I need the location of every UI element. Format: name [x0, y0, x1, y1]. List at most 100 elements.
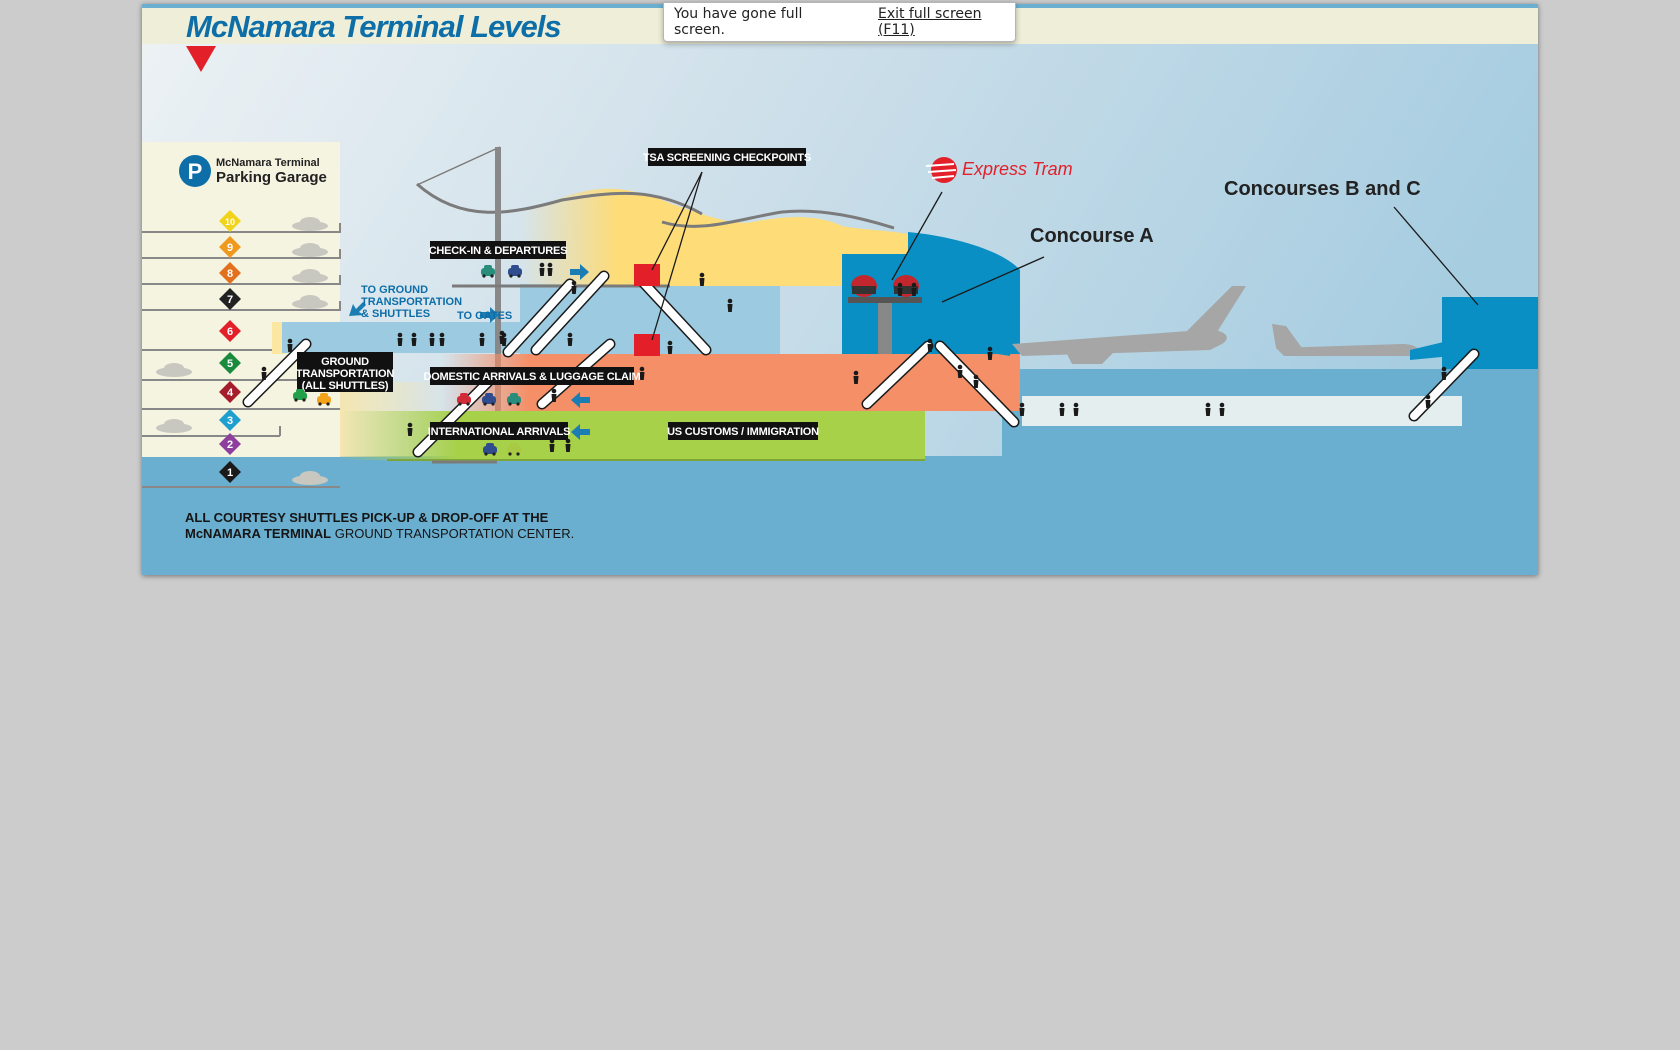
parking-level-number: 2	[227, 439, 233, 451]
tsa-checkpoint-lower	[634, 334, 660, 356]
arrow-down-left-icon	[349, 302, 366, 316]
footer-line1: ALL COURTESY SHUTTLES PICK-UP & DROP-OFF…	[185, 510, 549, 525]
ground-transport-box: GROUND TRANSPORTATION (ALL SHUTTLES)	[296, 352, 395, 392]
arrow-right-icon	[570, 264, 589, 280]
tsa-checkpoint-upper	[634, 264, 660, 286]
svg-text:TRANSPORTATION: TRANSPORTATION	[361, 296, 462, 308]
airplane-icons	[1012, 286, 1419, 364]
parking-level-number: 1	[227, 467, 233, 479]
person-icon	[547, 262, 553, 276]
person-icon	[287, 338, 293, 352]
person-icon	[911, 282, 917, 296]
terminal-levels-diagram: McNamara Terminal Levels P McNamara Term…	[142, 4, 1538, 575]
parking-level-number: 5	[227, 358, 233, 370]
ground-band	[142, 456, 1538, 575]
person-icon	[897, 282, 903, 296]
footer-line2: McNAMARA TERMINAL GROUND TRANSPORTATION …	[185, 526, 574, 541]
person-icon	[439, 332, 445, 346]
fullscreen-message: You have gone full screen.	[674, 6, 803, 38]
person-icon	[429, 332, 435, 346]
person-icon	[699, 272, 705, 286]
car-icon	[457, 393, 471, 406]
escalator-1	[242, 338, 312, 408]
parking-level-badge-4: 4	[219, 381, 241, 403]
car-icon	[482, 393, 496, 406]
svg-text:INTERNATIONAL ARRIVALS: INTERNATIONAL ARRIVALS	[428, 426, 570, 438]
parking-level-number: 6	[227, 326, 233, 338]
svg-text:GROUND: GROUND	[321, 356, 369, 368]
arrow-right-icon	[480, 307, 499, 323]
customs-label: US CUSTOMS / IMMIGRATION	[667, 422, 819, 440]
svg-text:Express Tram: Express Tram	[962, 159, 1073, 179]
international-arrivals-label: INTERNATIONAL ARRIVALS	[428, 422, 570, 440]
car-icon	[317, 393, 331, 406]
terminal-mast	[495, 147, 501, 457]
person-icon	[727, 298, 733, 312]
domestic-arrivals-label: DOMESTIC ARRIVALS & LUGGAGE CLAIM	[423, 367, 641, 385]
parking-level-badge-2: 2	[219, 433, 241, 455]
person-icon	[1073, 402, 1079, 416]
parking-level-number: 7	[227, 294, 233, 306]
person-icon	[499, 330, 505, 344]
svg-text:& SHUTTLES: & SHUTTLES	[361, 308, 430, 320]
parking-badge-letter: P	[188, 159, 203, 184]
exit-fullscreen-link[interactable]: Exit full screen (F11)	[877, 6, 982, 38]
svg-text:US CUSTOMS / IMMIGRATION: US CUSTOMS / IMMIGRATION	[667, 426, 819, 438]
person-icon	[539, 262, 545, 276]
parking-level-badge-9: 9	[219, 236, 241, 258]
person-icon	[957, 364, 963, 378]
parking-icon	[179, 155, 211, 187]
parking-level-badge-7: 7	[219, 288, 241, 310]
car-icon	[483, 443, 497, 456]
parking-level-number: 4	[227, 387, 234, 399]
person-icon	[1425, 394, 1431, 408]
person-icon	[1205, 402, 1211, 416]
person-icon	[639, 366, 645, 380]
person-icon	[571, 280, 577, 294]
departures-level	[520, 188, 908, 286]
arrow-left-icon	[571, 392, 590, 408]
person-icon	[667, 340, 673, 354]
escalator-3	[530, 270, 610, 356]
person-icon	[411, 332, 417, 346]
parking-level-badge-6: 6	[219, 320, 241, 342]
terminal-map: McNamara Terminal Levels P McNamara Term…	[142, 4, 1538, 575]
person-icon	[987, 346, 993, 360]
parking-level-badges: 10 9 8 7 6 5 4 3 2 1	[219, 210, 241, 483]
parking-floors	[142, 223, 341, 488]
svg-text:(ALL SHUTTLES): (ALL SHUTTLES)	[302, 380, 389, 392]
checkin-label: CHECK-IN & DEPARTURES	[429, 241, 568, 259]
leader-lines	[651, 171, 1479, 341]
people-icons	[261, 262, 1447, 452]
person-icon	[1059, 402, 1065, 416]
direction-arrows	[349, 264, 590, 440]
svg-text:TRANSPORTATION: TRANSPORTATION	[296, 368, 394, 380]
page-title: McNamara Terminal Levels	[186, 9, 561, 44]
car-icon	[507, 393, 521, 406]
concourse-a-label: Concourse A	[1030, 225, 1154, 247]
person-icon	[407, 422, 413, 436]
person-icon	[853, 370, 859, 384]
parking-level-badge-10: 10	[219, 210, 241, 232]
person-icon	[973, 374, 979, 388]
concourse-bc-building	[1442, 297, 1538, 369]
person-icon	[927, 338, 933, 352]
svg-text:CHECK-IN & DEPARTURES: CHECK-IN & DEPARTURES	[429, 245, 568, 257]
person-icon	[567, 332, 573, 346]
person-icon	[397, 332, 403, 346]
parking-level-number: 3	[227, 415, 233, 427]
parking-name-line2: Parking Garage	[216, 169, 327, 186]
escalator-6	[861, 340, 934, 410]
fullscreen-notice: You have gone full screen. Exit full scr…	[663, 2, 1016, 42]
person-icon	[1441, 366, 1447, 380]
person-icon	[261, 366, 267, 380]
parking-level-badge-8: 8	[219, 262, 241, 284]
concourse-bc-label: Concourses B and C	[1224, 178, 1421, 200]
to-ground-transport-label: TO GROUND TRANSPORTATION & SHUTTLES	[361, 284, 462, 320]
to-gates-label: TO GATES	[457, 310, 512, 322]
person-icon	[1019, 402, 1025, 416]
parking-level-number: 9	[227, 242, 233, 254]
person-icon	[565, 438, 571, 452]
escalator-9	[502, 278, 576, 358]
down-arrow-icon	[186, 46, 216, 72]
